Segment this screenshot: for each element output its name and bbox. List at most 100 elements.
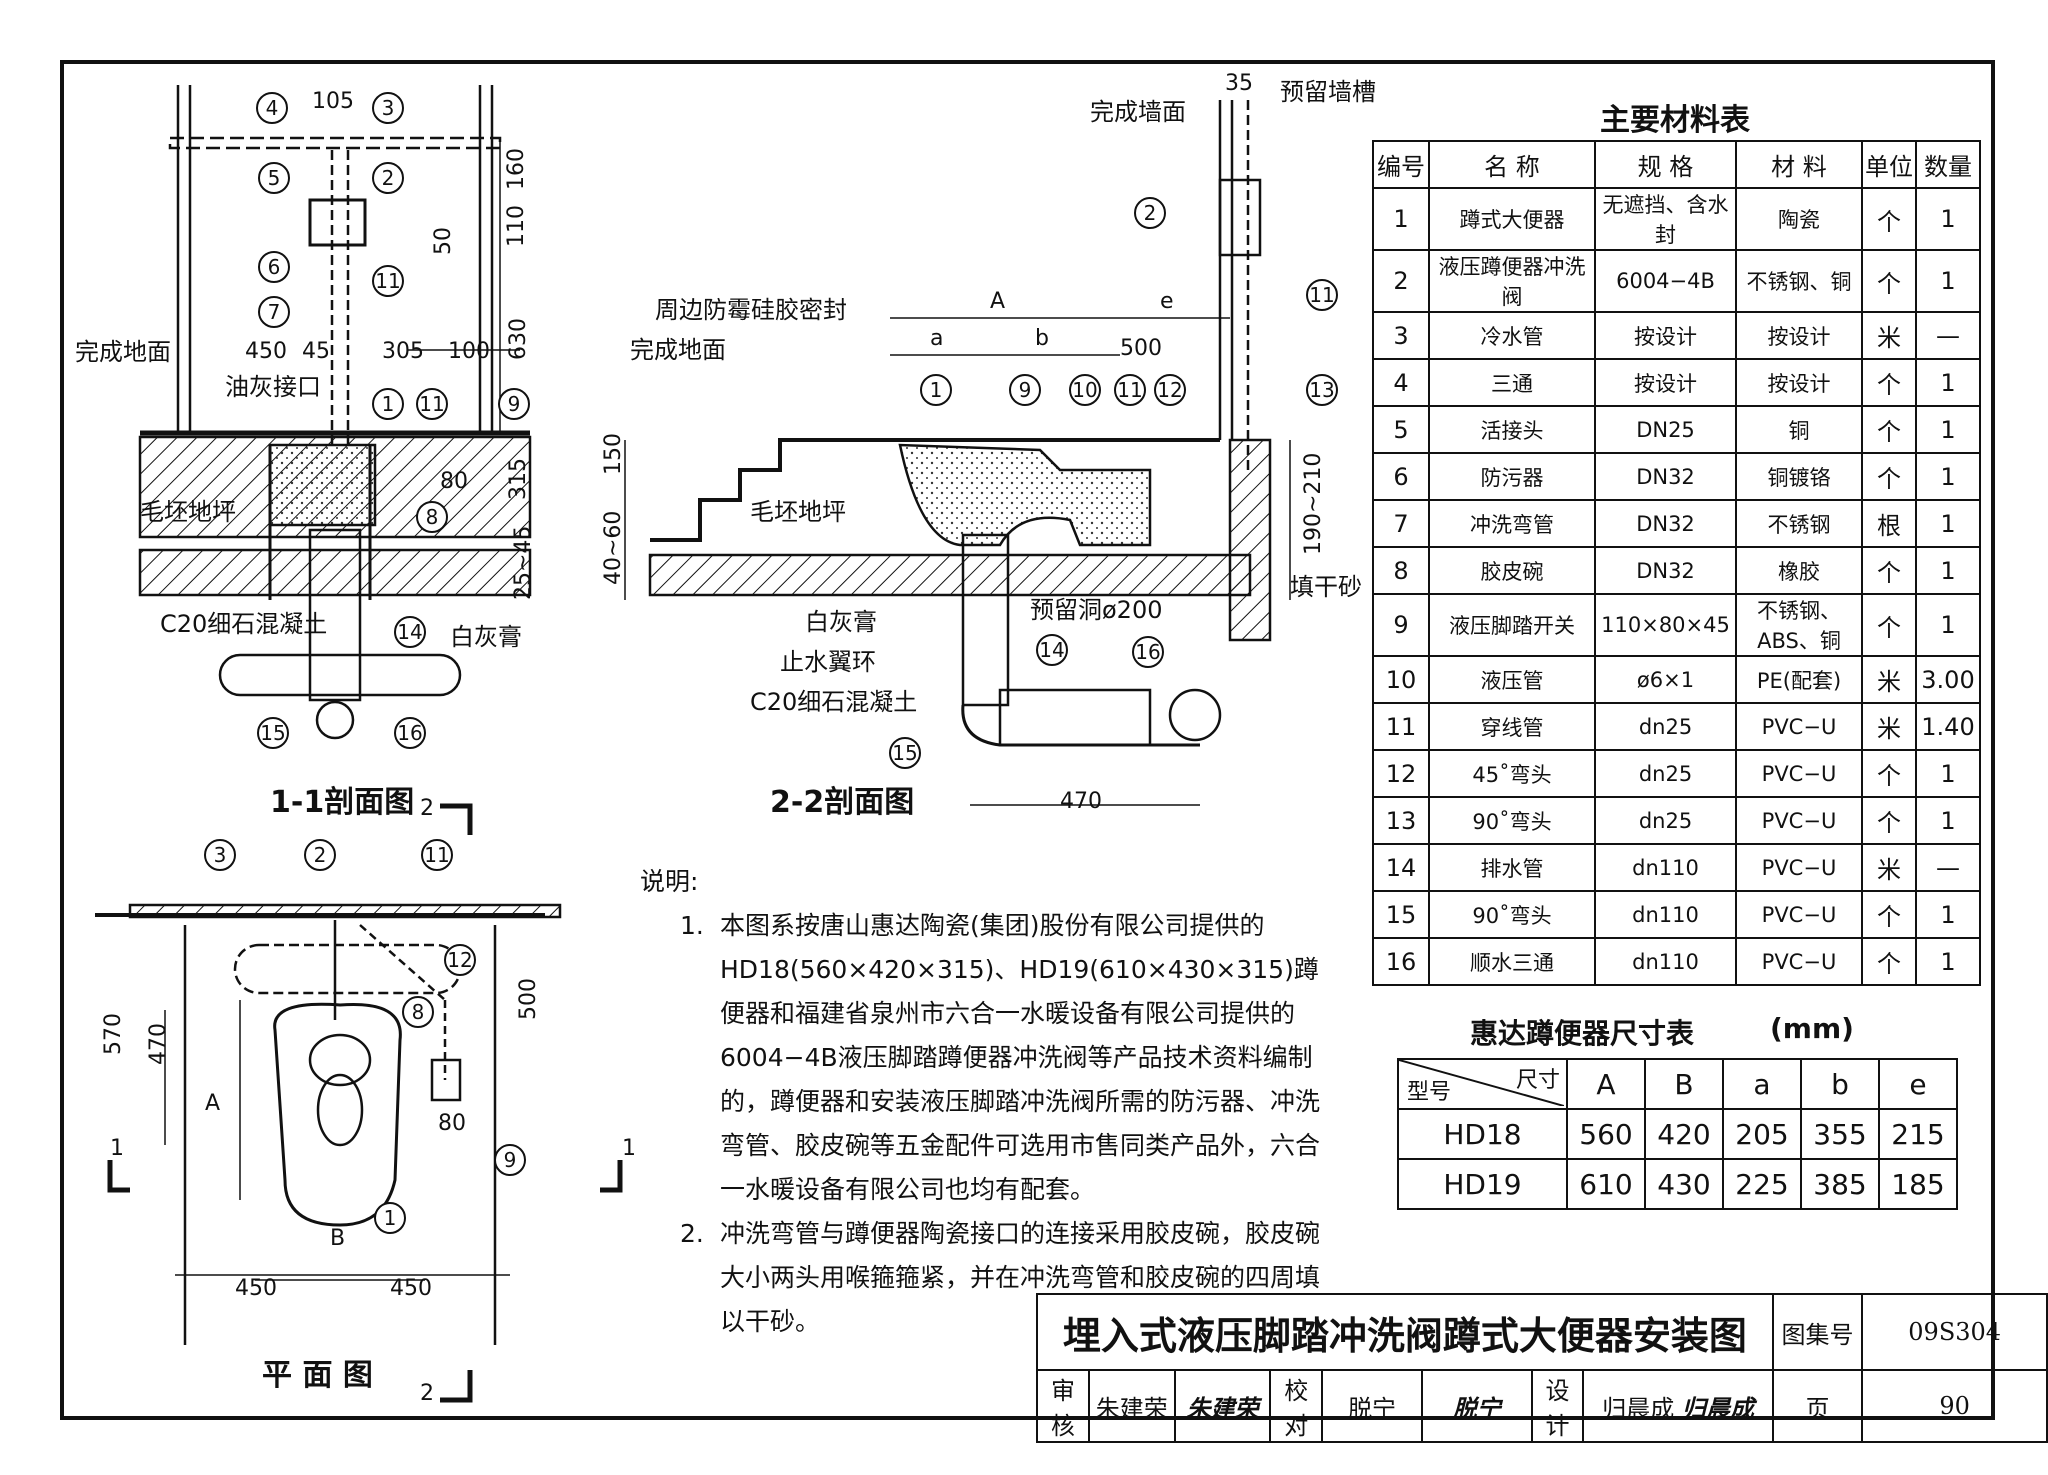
checker-signature: 脱宁	[1420, 1369, 1533, 1443]
materials-cell-no: 8	[1372, 546, 1430, 595]
dimtable-unit: (mm)	[1770, 1012, 1854, 1045]
materials-cell-spec: 按设计	[1594, 311, 1737, 360]
dimtable-corner-bottom: 型号	[1407, 1080, 1452, 1105]
section-1-1	[138, 85, 532, 740]
dim-A: A	[990, 289, 1005, 314]
materials-cell-name: 蹲式大便器	[1428, 187, 1596, 251]
svg-text:5: 5	[268, 166, 281, 190]
svg-text:11: 11	[1309, 283, 1334, 307]
materials-header-spec: 规 格	[1594, 140, 1737, 189]
dim-25-45: 25~45	[511, 526, 536, 600]
dimtable-value: 215	[1878, 1108, 1958, 1160]
materials-cell-qty: 1	[1915, 796, 1981, 845]
dim-305: 305	[382, 339, 424, 364]
dimtable-corner: 尺寸 型号	[1397, 1058, 1568, 1110]
dimtable-value: 610	[1566, 1158, 1646, 1210]
materials-cell-no: 7	[1372, 499, 1430, 548]
materials-cell-qty: 1	[1915, 937, 1981, 986]
dimtable-header-e: e	[1878, 1058, 1958, 1110]
title-block-row-1: 埋入式液压脚踏冲洗阀蹲式大便器安装图 图集号 09S304	[1036, 1293, 2048, 1371]
reviewer-signature: 朱建荣	[1173, 1369, 1272, 1443]
materials-cell-spec: dn110	[1594, 890, 1737, 939]
materials-cell-spec: ø6×1	[1594, 655, 1737, 704]
review-label: 审核	[1036, 1369, 1090, 1443]
materials-cell-spec: DN32	[1594, 499, 1737, 548]
materials-cell-qty: 1	[1915, 546, 1981, 595]
svg-text:2: 2	[382, 166, 395, 190]
dimtable-header-A: A	[1566, 1058, 1646, 1110]
dim-A-plan: A	[205, 1091, 220, 1116]
dim-450: 450	[245, 339, 287, 364]
svg-text:14: 14	[1039, 638, 1064, 662]
svg-text:3: 3	[214, 843, 227, 867]
label-white-putty-1: 白灰膏	[450, 623, 522, 651]
section-mark-1-right: 1	[622, 1136, 636, 1161]
section-title-plan: 平 面 图	[262, 1358, 373, 1393]
svg-text:11: 11	[375, 269, 400, 293]
note-number-1: 1.	[680, 911, 704, 940]
dimtable-value: 560	[1566, 1108, 1646, 1160]
dimtable-model: HD19	[1397, 1158, 1568, 1210]
materials-cell-qty: 1	[1915, 749, 1981, 798]
materials-cell-name: 冲洗弯管	[1428, 499, 1596, 548]
notes: 说明: 1. 本图系按唐山惠达陶瓷(集团)股份有限公司提供的HD18(560×4…	[640, 860, 1320, 1344]
materials-cell-name: 90˚弯头	[1428, 890, 1596, 939]
label-reserved-groove: 预留墙槽	[1280, 78, 1376, 106]
materials-cell-unit: 个	[1861, 452, 1917, 501]
svg-text:9: 9	[504, 1148, 517, 1172]
materials-cell-name: 顺水三通	[1428, 937, 1596, 986]
svg-text:6: 6	[268, 255, 281, 279]
materials-cell-no: 15	[1372, 890, 1430, 939]
note-text-1: 本图系按唐山惠达陶瓷(集团)股份有限公司提供的HD18(560×420×315)…	[720, 911, 1321, 1204]
dimtable-value: 205	[1722, 1108, 1802, 1160]
materials-cell-qty: 1.40	[1915, 702, 1981, 751]
materials-cell-name: 胶皮碗	[1428, 546, 1596, 595]
materials-cell-qty: 1	[1915, 405, 1981, 454]
dimtable-header-row: 尺寸 型号 A B a b e	[1397, 1058, 1958, 1110]
label-rough-floor-1: 毛坯地坪	[140, 498, 236, 526]
svg-text:10: 10	[1072, 378, 1097, 402]
dim-80-plan: 80	[438, 1111, 466, 1136]
materials-cell-no: 12	[1372, 749, 1430, 798]
dimtable-header-a: a	[1722, 1058, 1802, 1110]
svg-text:11: 11	[1117, 378, 1142, 402]
svg-text:2: 2	[314, 843, 327, 867]
svg-text:12: 12	[447, 948, 472, 972]
dim-110: 110	[504, 205, 529, 247]
materials-cell-qty: 1	[1915, 187, 1981, 251]
svg-text:15: 15	[260, 721, 285, 745]
page-number: 90	[1861, 1369, 2048, 1443]
materials-header-no: 编号	[1372, 140, 1430, 189]
dim-e: e	[1160, 289, 1174, 314]
materials-cell-material: PVC−U	[1735, 702, 1863, 751]
materials-cell-spec: dn25	[1594, 796, 1737, 845]
materials-cell-material: PVC−U	[1735, 890, 1863, 939]
dim-500: 500	[1120, 336, 1162, 361]
materials-header-unit: 单位	[1861, 140, 1917, 189]
label-white-putty-2: 白灰膏	[805, 608, 877, 636]
designer-signature: 归晨成	[1681, 1393, 1754, 1423]
materials-cell-material: 不锈钢	[1735, 499, 1863, 548]
dim-470: 470	[1060, 789, 1102, 814]
materials-cell-unit: 米	[1861, 655, 1917, 704]
materials-cell-qty: 1	[1915, 593, 1981, 657]
materials-cell-name: 液压蹲便器冲洗阀	[1428, 249, 1596, 313]
materials-cell-name: 90˚弯头	[1428, 796, 1596, 845]
section-mark-2-bottom: 2	[420, 1381, 434, 1406]
note-item-1: 1. 本图系按唐山惠达陶瓷(集团)股份有限公司提供的HD18(560×420×3…	[640, 904, 1320, 1212]
label-water-ring: 止水翼环	[780, 648, 876, 676]
reviewer-name: 朱建荣	[1087, 1369, 1176, 1443]
materials-cell-no: 6	[1372, 452, 1430, 501]
materials-cell-material: 铜镀铬	[1735, 452, 1863, 501]
materials-cell-unit: 个	[1861, 187, 1917, 251]
svg-text:9: 9	[1019, 378, 1032, 402]
materials-cell-name: 排水管	[1428, 843, 1596, 892]
dimtable-model: HD18	[1397, 1108, 1568, 1160]
